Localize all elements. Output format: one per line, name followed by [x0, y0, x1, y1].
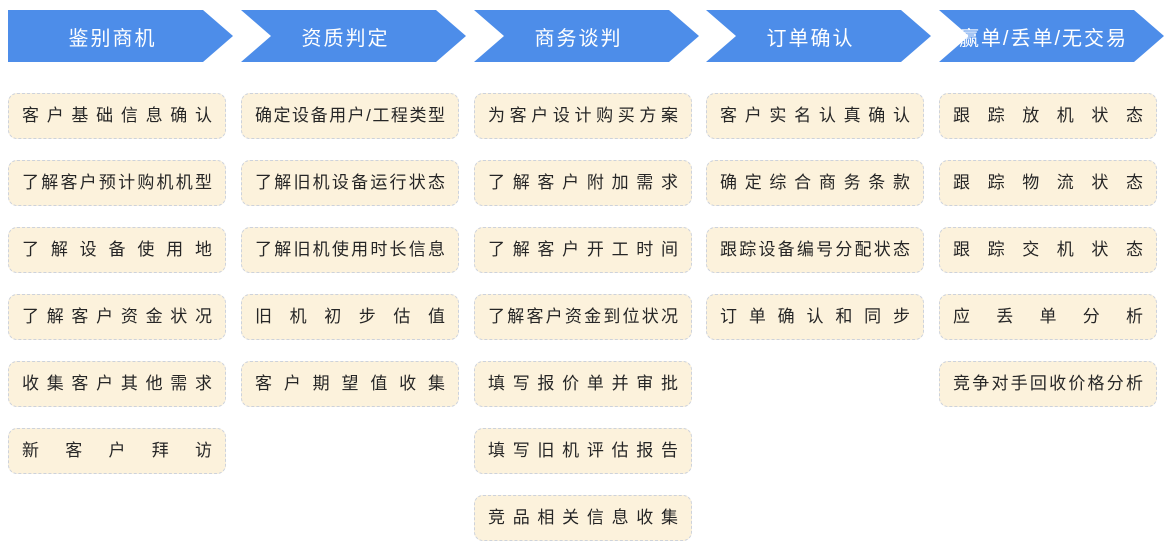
task-card: 了解客户资金状况	[8, 294, 226, 340]
stage-label: 订单确认	[766, 27, 855, 50]
stage-arrow-win-lose-no-deal: 赢单/丢单/无交易	[939, 10, 1164, 62]
task-card: 跟踪物流状态	[939, 160, 1157, 206]
stage-label: 赢单/丢单/无交易	[958, 27, 1129, 50]
stage-arrow-order-confirmation: 订单确认	[706, 10, 931, 62]
task-card: 确定设备用户/工程类型	[241, 93, 459, 139]
task-card: 了解客户资金到位状况	[474, 294, 692, 340]
task-card: 确定综合商务条款	[706, 160, 924, 206]
stage-label: 鉴别商机	[68, 27, 157, 50]
stage-arrow-identify-opportunity: 鉴别商机	[8, 10, 233, 62]
task-card: 了解客户附加需求	[474, 160, 692, 206]
stage-column-win-lose-no-deal: 跟踪放机状态 跟踪物流状态 跟踪交机状态 应丢单分析 竞争对手回收价格分析	[939, 93, 1157, 407]
task-card: 了解客户开工时间	[474, 227, 692, 273]
stage-column-negotiation: 为客户设计购买方案 了解客户附加需求 了解客户开工时间 了解客户资金到位状况 填…	[474, 93, 692, 541]
task-card: 跟踪设备编号分配状态	[706, 227, 924, 273]
task-card: 收集客户其他需求	[8, 361, 226, 407]
task-card: 了解旧机使用时长信息	[241, 227, 459, 273]
task-card: 竞争对手回收价格分析	[939, 361, 1157, 407]
task-card: 为客户设计购买方案	[474, 93, 692, 139]
task-card: 了解旧机设备运行状态	[241, 160, 459, 206]
stage-arrow-qualification: 资质判定	[241, 10, 466, 62]
task-card: 了解客户预计购机机型	[8, 160, 226, 206]
task-card: 应丢单分析	[939, 294, 1157, 340]
task-card: 竞品相关信息收集	[474, 495, 692, 541]
task-card: 订单确认和同步	[706, 294, 924, 340]
task-card: 跟踪交机状态	[939, 227, 1157, 273]
stage-column-identify-opportunity: 客户基础信息确认 了解客户预计购机机型 了解设备使用地 了解客户资金状况 收集客…	[8, 93, 226, 474]
stage-arrow-negotiation: 商务谈判	[474, 10, 699, 62]
task-card: 客户实名认真确认	[706, 93, 924, 139]
task-card: 旧机初步估值	[241, 294, 459, 340]
stage-column-order-confirmation: 客户实名认真确认 确定综合商务条款 跟踪设备编号分配状态 订单确认和同步	[706, 93, 924, 340]
stage-label: 资质判定	[301, 27, 390, 50]
task-card: 了解设备使用地	[8, 227, 226, 273]
task-card: 跟踪放机状态	[939, 93, 1157, 139]
task-card: 客户期望值收集	[241, 361, 459, 407]
task-card: 填写旧机评估报告	[474, 428, 692, 474]
stage-label: 商务谈判	[534, 27, 623, 50]
task-card: 新客户拜访	[8, 428, 226, 474]
task-card: 填写报价单并审批	[474, 361, 692, 407]
task-card: 客户基础信息确认	[8, 93, 226, 139]
stage-column-qualification: 确定设备用户/工程类型 了解旧机设备运行状态 了解旧机使用时长信息 旧机初步估值…	[241, 93, 459, 407]
